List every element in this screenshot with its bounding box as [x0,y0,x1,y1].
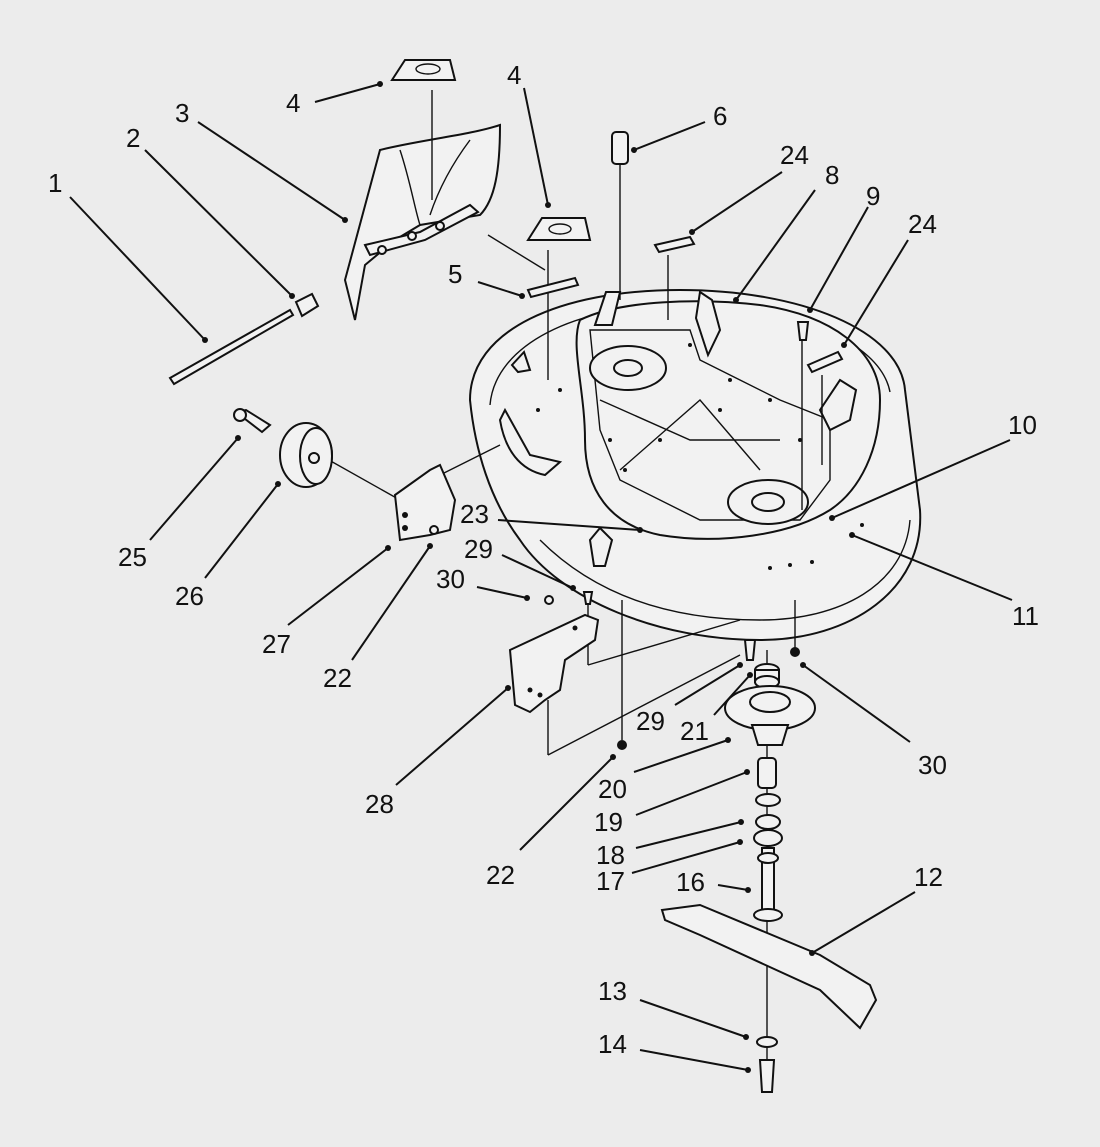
callout-22-lower: 22 [486,860,515,890]
callout-26: 26 [175,581,204,611]
callout-28: 28 [365,789,394,819]
callout-10: 10 [1008,410,1037,440]
decal-5 [526,276,580,299]
mower-deck [468,288,922,642]
callout-24-top: 24 [780,140,809,170]
callout-9: 9 [866,181,880,211]
callout-13: 13 [598,976,627,1006]
callout-30-right: 30 [918,750,947,780]
nut-22-lower [617,740,627,750]
baffle [508,591,600,714]
callout-2: 2 [126,123,140,153]
callout-30-left: 30 [436,564,465,594]
callout-4-right: 4 [507,60,521,90]
callout-21: 21 [680,716,709,746]
callout-16: 16 [676,867,705,897]
bolt-29-right [743,639,757,661]
spindle-assembly [724,663,816,922]
nut-30-right [790,647,800,657]
callout-labels: 1 2 3 4 4 5 6 24 8 9 24 10 11 23 25 26 2… [48,60,1039,1059]
callout-14: 14 [598,1029,627,1059]
callout-19: 19 [594,807,623,837]
decal-24-right [806,350,844,374]
mount-block-left [390,59,457,81]
washer-13 [756,1036,778,1048]
callout-24-right: 24 [908,209,937,239]
callout-17: 17 [596,866,625,896]
mount-block-right [526,217,592,241]
callout-5: 5 [448,259,462,289]
discharge-chute [343,123,502,321]
callout-27: 27 [262,629,291,659]
gauge-wheel [233,408,333,488]
callout-29-upper: 29 [464,534,493,564]
deck-pin [611,131,629,165]
callout-20: 20 [598,774,627,804]
wheel-bracket [393,463,457,542]
callout-8: 8 [825,160,839,190]
blade [660,903,878,1030]
callout-6: 6 [713,101,727,131]
leader-dots [202,81,855,1073]
callout-25: 25 [118,542,147,572]
callout-23: 23 [460,499,489,529]
callout-18: 18 [596,840,625,870]
callout-4-left: 4 [286,88,300,118]
decal-24-top [653,235,696,254]
leader-lines [69,83,1013,1071]
bolt-9 [796,321,810,341]
callout-1: 1 [48,168,62,198]
chute-rod [168,308,295,386]
callout-22-upper: 22 [323,663,352,693]
callout-11: 11 [1012,601,1039,631]
chute-bushing [294,292,320,318]
blade-bolt [758,1059,776,1093]
callout-12: 12 [914,862,943,892]
callout-3: 3 [175,98,189,128]
callout-29-lower: 29 [636,706,665,736]
